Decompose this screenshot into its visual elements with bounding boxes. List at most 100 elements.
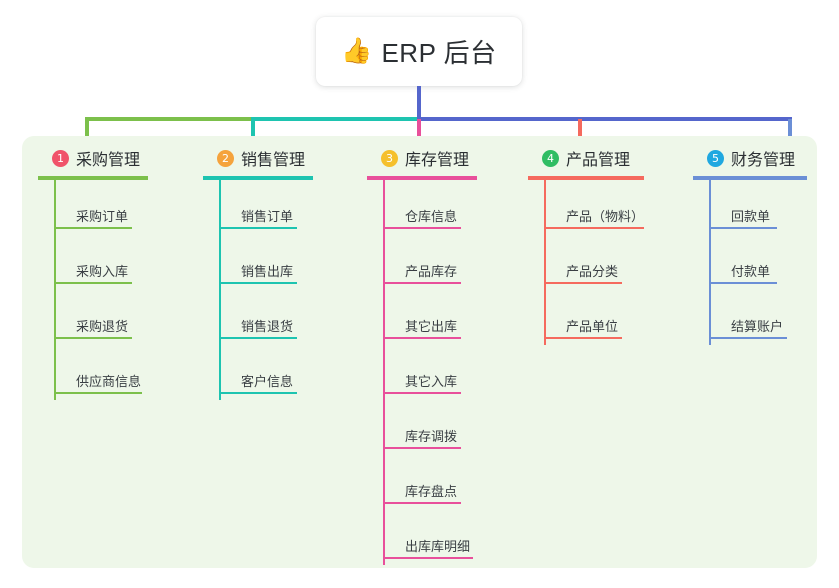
column-badge-2: 2	[217, 149, 234, 167]
column-items: 销售订单销售出库销售退货客户信息	[203, 180, 313, 400]
list-item[interactable]: 库存盘点	[383, 455, 477, 510]
item-label: 产品（物料）	[566, 209, 645, 224]
item-label: 库存盘点	[405, 484, 458, 499]
list-item[interactable]: 销售订单	[219, 180, 313, 235]
item-underline	[383, 392, 461, 394]
item-spine	[383, 180, 385, 235]
item-underline	[54, 282, 132, 284]
stub-connector-1	[85, 119, 89, 151]
column-items: 仓库信息产品库存其它出库其它入库库存调拨库存盘点出库库明细	[367, 180, 477, 565]
item-underline	[219, 282, 297, 284]
column-销售管理: 2 销售管理销售订单销售出库销售退货客户信息	[203, 146, 313, 400]
bus-segment-3	[417, 117, 792, 121]
item-label: 产品分类	[566, 264, 619, 279]
item-underline	[54, 337, 132, 339]
item-underline	[544, 337, 622, 339]
bus-segment-2	[251, 117, 419, 121]
list-item[interactable]: 仓库信息	[383, 180, 477, 235]
column-items: 采购订单采购入库采购退货供应商信息	[38, 180, 148, 400]
column-items: 回款单付款单结算账户	[693, 180, 807, 345]
item-underline	[709, 227, 777, 229]
stub-connector-5	[788, 119, 792, 151]
list-item[interactable]: 供应商信息	[54, 345, 148, 400]
column-rule	[693, 176, 807, 180]
item-spine	[54, 180, 56, 235]
list-item[interactable]: 产品单位	[544, 290, 644, 345]
item-spine	[383, 235, 385, 290]
item-spine	[383, 345, 385, 400]
root-node[interactable]: 👍 ERP 后台	[316, 17, 522, 86]
item-label: 客户信息	[241, 374, 294, 389]
item-underline	[709, 337, 787, 339]
item-label: 产品单位	[566, 319, 619, 334]
list-item[interactable]: 产品库存	[383, 235, 477, 290]
column-rule	[38, 176, 148, 180]
root-title: ERP 后台	[381, 38, 497, 68]
list-item[interactable]: 库存调拨	[383, 400, 477, 455]
item-underline	[383, 502, 461, 504]
item-spine	[54, 345, 56, 400]
list-item[interactable]: 客户信息	[219, 345, 313, 400]
item-spine	[54, 235, 56, 290]
list-item[interactable]: 结算账户	[709, 290, 807, 345]
item-spine	[709, 235, 711, 290]
list-item[interactable]: 采购入库	[54, 235, 148, 290]
list-item[interactable]: 销售退货	[219, 290, 313, 345]
item-spine	[219, 290, 221, 345]
item-spine	[383, 455, 385, 510]
item-label: 出库库明细	[405, 539, 471, 554]
item-spine	[219, 235, 221, 290]
item-underline	[54, 227, 132, 229]
list-item[interactable]: 产品分类	[544, 235, 644, 290]
column-rule	[528, 176, 644, 180]
item-spine	[709, 290, 711, 345]
item-underline	[54, 392, 142, 394]
column-title: 财务管理	[731, 152, 796, 169]
item-spine	[709, 180, 711, 235]
list-item[interactable]: 产品（物料）	[544, 180, 644, 235]
bus-segment-1	[85, 117, 253, 121]
item-underline	[383, 557, 473, 559]
item-underline	[219, 227, 297, 229]
item-spine	[383, 510, 385, 565]
item-underline	[544, 227, 644, 229]
item-label: 结算账户	[731, 319, 784, 334]
thumbs-up-icon: 👍	[341, 37, 373, 65]
column-rule	[367, 176, 477, 180]
item-underline	[383, 227, 461, 229]
list-item[interactable]: 其它出库	[383, 290, 477, 345]
column-title: 销售管理	[241, 152, 306, 169]
item-underline	[383, 282, 461, 284]
item-label: 仓库信息	[405, 209, 458, 224]
list-item[interactable]: 采购退货	[54, 290, 148, 345]
list-item[interactable]: 销售出库	[219, 235, 313, 290]
list-item[interactable]: 采购订单	[54, 180, 148, 235]
item-spine	[54, 290, 56, 345]
column-items: 产品（物料） 产品分类产品单位	[528, 180, 644, 345]
item-underline	[219, 337, 297, 339]
item-label: 付款单	[731, 264, 771, 279]
list-item[interactable]: 其它入库	[383, 345, 477, 400]
item-spine	[219, 345, 221, 400]
column-header-2[interactable]: 2 销售管理	[203, 146, 313, 170]
list-item[interactable]: 出库库明细	[383, 510, 477, 565]
item-label: 产品库存	[405, 264, 458, 279]
item-label: 供应商信息	[76, 374, 142, 389]
item-spine	[383, 290, 385, 345]
item-label: 销售订单	[241, 209, 294, 224]
item-underline	[544, 282, 622, 284]
list-item[interactable]: 回款单	[709, 180, 807, 235]
item-label: 其它入库	[405, 374, 458, 389]
diagram-panel	[22, 136, 817, 568]
stub-connector-4	[578, 119, 582, 151]
list-item[interactable]: 付款单	[709, 235, 807, 290]
column-title: 采购管理	[76, 152, 141, 169]
item-label: 销售退货	[241, 319, 294, 334]
stub-connector-2	[251, 119, 255, 151]
